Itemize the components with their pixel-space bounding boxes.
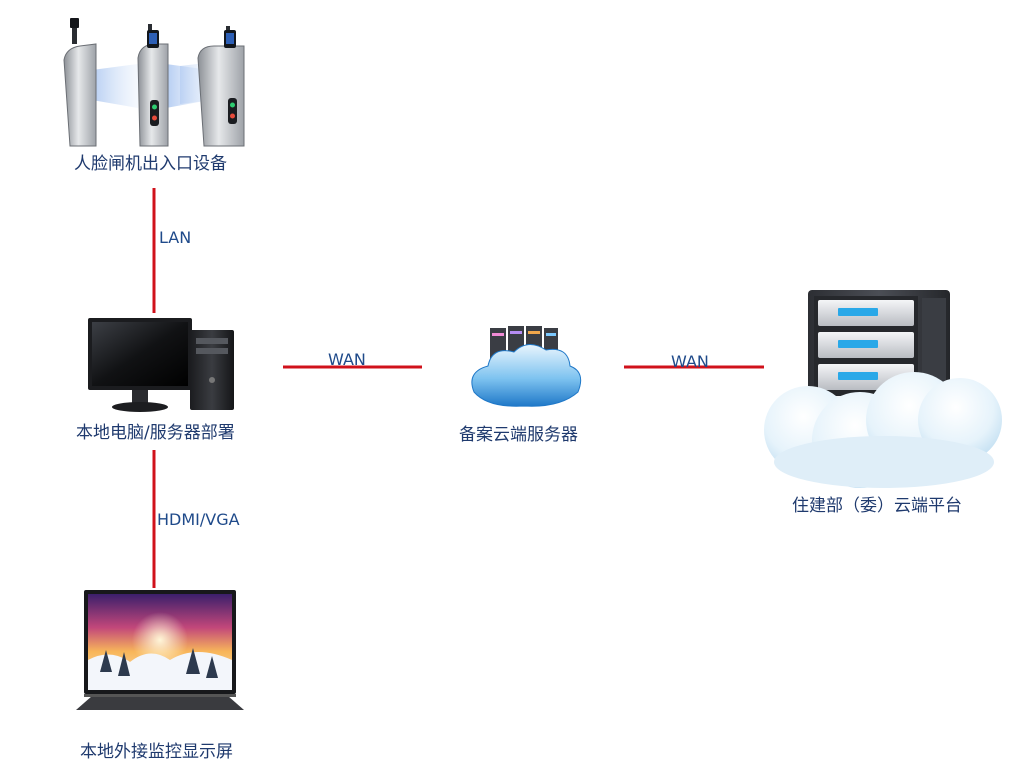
tv-monitor-icon (76, 590, 244, 710)
cloud-server-icon (471, 326, 582, 407)
desktop-computer-icon (88, 318, 234, 412)
link-label-hdmi-vga: HDMI/VGA (157, 510, 240, 529)
server-cloud-platform-icon (764, 290, 1002, 488)
turnstile-gate-icon (63, 18, 245, 147)
face-gate-label: 人脸闸机出入口设备 (74, 154, 227, 174)
link-label-lan: LAN (159, 228, 192, 247)
cloud-server-label: 备案云端服务器 (459, 425, 578, 445)
local-pc-label: 本地电脑/服务器部署 (76, 423, 235, 443)
link-label-wan-pc-cloud: WAN (328, 350, 366, 369)
platform-label: 住建部（委）云端平台 (792, 496, 962, 516)
monitor-label: 本地外接监控显示屏 (80, 742, 233, 762)
link-label-wan-cloud-platform: WAN (671, 352, 709, 371)
